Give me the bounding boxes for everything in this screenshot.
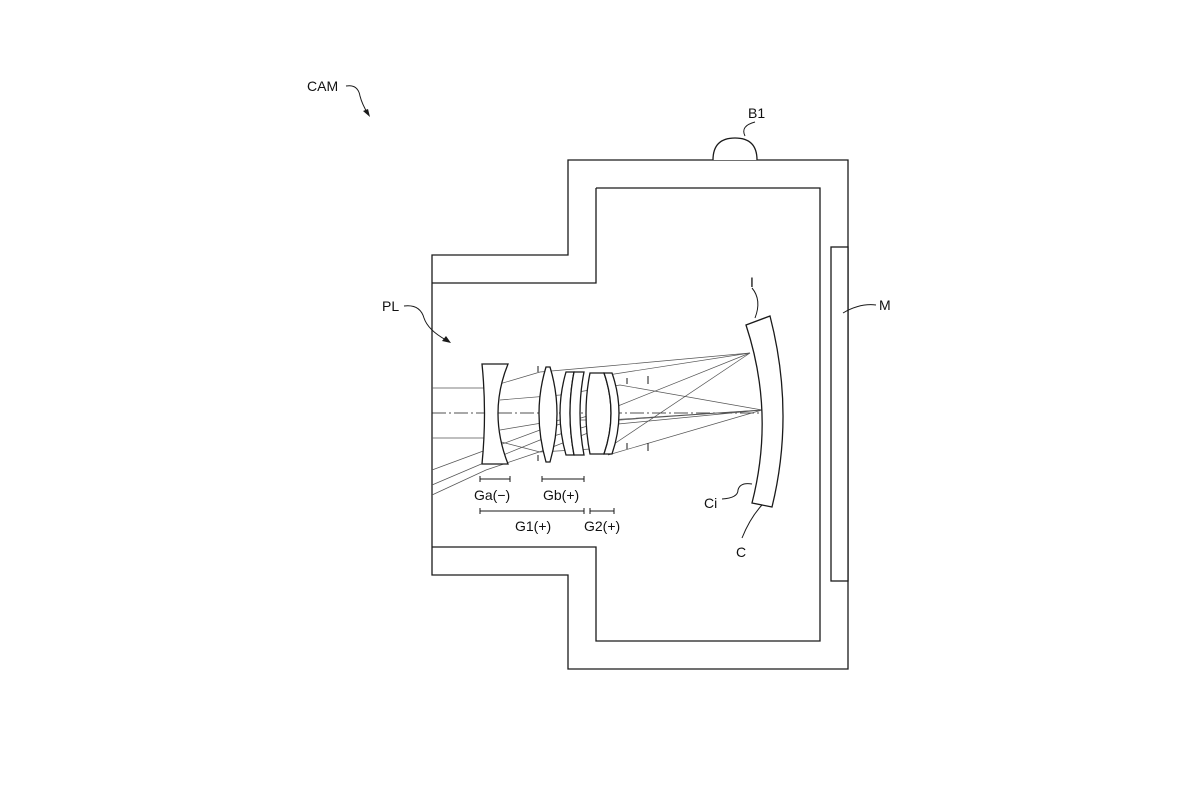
bracket-g2 <box>589 508 615 514</box>
leader-c <box>741 504 763 539</box>
lens-ga <box>481 363 509 465</box>
leader-ci <box>721 483 753 500</box>
curved-sensor <box>745 315 784 508</box>
leader-pl <box>403 305 447 341</box>
leader-cam <box>345 85 369 115</box>
label-cam: CAM <box>307 78 339 94</box>
label-c: C <box>736 544 747 560</box>
leader-i <box>751 287 759 319</box>
bracket-ga <box>479 476 511 482</box>
label-ga: Ga(−) <box>474 487 511 503</box>
label-g2: G2(+) <box>584 518 621 534</box>
label-ci: Ci <box>704 495 718 511</box>
bracket-g1 <box>479 508 585 514</box>
leader-b1 <box>743 121 756 137</box>
monitor-panel <box>830 246 849 582</box>
label-g1: G1(+) <box>515 518 552 534</box>
label-pl: PL <box>382 298 400 314</box>
lens-gb-3 <box>569 371 585 456</box>
label-b1: B1 <box>748 105 766 121</box>
arrowhead-cam <box>363 109 370 117</box>
lens-gb-1 <box>538 366 558 463</box>
aperture-ticks <box>537 366 649 461</box>
arrowhead-pl <box>442 336 451 343</box>
label-i: I <box>750 274 754 290</box>
lens-g2-2 <box>603 372 620 455</box>
camera-body-inner <box>432 187 821 642</box>
bracket-gb <box>541 476 585 482</box>
leader-m <box>842 304 877 314</box>
label-gb: Gb(+) <box>543 487 580 503</box>
shutter-button <box>712 137 758 161</box>
label-m: M <box>879 297 891 313</box>
